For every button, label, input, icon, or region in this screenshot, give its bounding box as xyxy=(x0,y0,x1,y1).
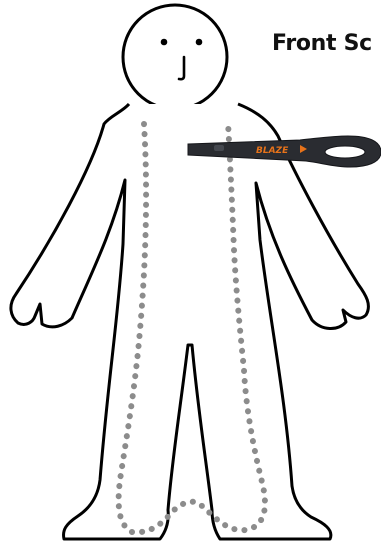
right-eye xyxy=(196,39,203,46)
wand-brand-label: BLAZE xyxy=(256,146,289,156)
wand-button xyxy=(214,145,224,151)
wand-ring-hole xyxy=(325,146,365,158)
body-outline xyxy=(11,104,369,539)
left-eye xyxy=(161,39,168,46)
page-title: Front Sc xyxy=(272,31,372,56)
head xyxy=(123,5,227,109)
